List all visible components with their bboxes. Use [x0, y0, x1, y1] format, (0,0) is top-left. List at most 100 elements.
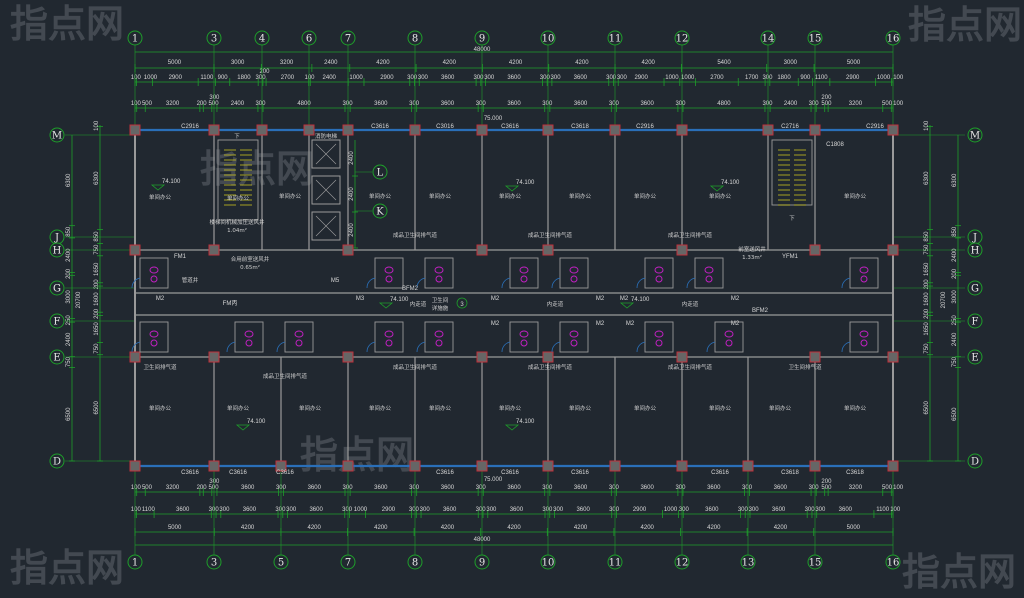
window-label-south: C3616: [181, 470, 199, 476]
top-detail-dim-value: 300: [418, 75, 429, 81]
top-detail-dim-value: 2700: [281, 75, 295, 81]
toilet-room: [644, 257, 674, 289]
axis-bubble-bottom-16-circle: [885, 554, 901, 570]
section-mark-icon: [456, 297, 468, 309]
top-wall-dim-value: 300: [542, 101, 553, 107]
window-label-south: C3616: [436, 470, 454, 476]
top-wall-dim-value: 500: [821, 101, 832, 107]
axis-bubble-top-11-circle: [607, 30, 623, 46]
left-inner-dim-value: 200: [94, 279, 100, 290]
washbasin-fixture: [570, 275, 578, 283]
window-label-north: C2716: [781, 124, 799, 130]
elevation-label: 74.100: [516, 180, 535, 186]
bottom-detail-dim-value: 2900: [633, 507, 647, 513]
axis-bubble-top-7-circle: [340, 30, 356, 46]
watermark-text: 指点网: [300, 433, 414, 477]
watermark-text: 指点网: [908, 3, 1022, 47]
door-label-m3: M3: [356, 296, 365, 302]
toilet-fixture: [654, 330, 664, 338]
left-outer-dim-value: 2400: [66, 248, 72, 262]
bottom-detail-dim-value: 1100: [142, 507, 156, 513]
room-label-office: 单间办公: [227, 404, 250, 412]
room-label-office: 单间办公: [369, 192, 392, 200]
top-detail-dim-value: 1100: [200, 75, 214, 81]
total-dimension: 48000: [474, 47, 491, 53]
bottom-detail-dim-value: 300: [420, 507, 431, 513]
toilet-fixture: [859, 266, 869, 274]
toilet-room: [849, 321, 879, 353]
room-label-office: 单间办公: [429, 192, 452, 200]
washbasin-fixture: [295, 339, 303, 347]
axis-bubble-top-3-circle: [206, 30, 222, 46]
toilet-plan-label: 详施施: [432, 304, 449, 312]
bottom-wall-dim-value: 3600: [507, 485, 521, 491]
stair-well: [217, 139, 259, 221]
structural-column: [275, 460, 287, 472]
bottom-detail-dim-value: 1000: [354, 507, 368, 513]
top-axis-dim-value: 5400: [717, 60, 731, 66]
axis-bubble-bottom-5: 5: [278, 558, 284, 569]
bottom-detail-dim-value: 3600: [510, 507, 524, 513]
door-swing: [551, 341, 561, 353]
washbasin-fixture: [655, 275, 663, 283]
top-wall-dim-value: 500: [882, 101, 893, 107]
toilet-room: [284, 321, 314, 353]
bottom-wall-dim-value: 200: [821, 479, 832, 485]
door-swing: [841, 277, 851, 289]
annotation-layer: 消防电梯 管道井 单间办公单间办公单间办公单间办公单间办公单间办公单间办公单间办…: [143, 116, 884, 483]
bottom-wall-dim-value: 3600: [441, 485, 455, 491]
room-label-office: 单间办公: [709, 404, 732, 412]
structural-column: [129, 124, 141, 136]
room-label-office: 单间办公: [844, 404, 867, 412]
right-total-dim: 20700: [941, 291, 947, 308]
right-outer-dim-value: 250: [952, 315, 958, 326]
axis-bubble-left-H-circle: [49, 242, 65, 258]
elevation-label: 74.100: [162, 179, 181, 185]
bottom-detail-dim-value: 300: [219, 507, 230, 513]
bottom-detail-dim-value: 3600: [243, 507, 257, 513]
elevation-marker-icon: [150, 184, 166, 191]
top-detail-dim-value: 2400: [323, 75, 337, 81]
axis-bubble-left-H: H: [53, 246, 62, 257]
top-wall-dim-value: 4800: [717, 101, 731, 107]
door-swing: [366, 277, 376, 289]
elevation-label: 74.100: [247, 419, 266, 425]
top-detail-dim-value: 100: [131, 75, 142, 81]
axis-bubble-left-M: M: [52, 131, 62, 142]
right-outer-dim-value: 2400: [952, 332, 958, 346]
top-wall-dim-value: 300: [609, 101, 620, 107]
toilet-room: [139, 321, 169, 353]
bottom-wall-dim-value: 3600: [308, 485, 322, 491]
door-label-fm丙: FM丙: [223, 300, 238, 307]
bottom-wall-dim-value: 300: [209, 479, 220, 485]
top-detail-dim-value: 200: [259, 69, 270, 75]
top-wall-dim-value: 500: [142, 101, 153, 107]
toilet-vent-label: 成品卫生间排气道: [393, 363, 438, 371]
window-label-north: C3016: [436, 124, 454, 130]
window-label-north: C3618: [571, 124, 589, 130]
top-wall-dim-value: 3600: [640, 101, 654, 107]
axis-bubble-right-D: D: [971, 457, 979, 468]
bottom-detail-dim-value: 100: [890, 507, 901, 513]
washbasin-fixture: [725, 339, 733, 347]
bottom-wall-dim-value: 3600: [640, 485, 654, 491]
shaft-label: 管道井: [182, 276, 199, 284]
axis-bubble-right-H: H: [971, 246, 980, 257]
elevation-label: 74.100: [390, 297, 409, 303]
top-detail-dim-value: 1000: [349, 75, 363, 81]
window-label-north: C3616: [371, 124, 389, 130]
axis-bubble-inner-L: L: [377, 168, 384, 179]
axis-bubble-top-16: 16: [887, 34, 900, 45]
bottom-detail-dim-value: 3600: [576, 507, 590, 513]
toilet-fixture: [244, 330, 254, 338]
top-axis-dim-value: 3000: [784, 60, 798, 66]
section-mark-label: 3: [460, 302, 464, 308]
toilet-fixture: [384, 330, 394, 338]
room-label-office: 单间办公: [149, 193, 172, 201]
door-label-m2: M2: [626, 321, 635, 327]
left-inner-dim-value: 100: [94, 120, 100, 131]
structural-column: [542, 124, 554, 136]
toilet-vent-label: 成品卫生间排气道: [263, 372, 308, 380]
left-inner-dim-value: 1600: [94, 292, 100, 306]
top-wall-dim-value: 3600: [507, 101, 521, 107]
